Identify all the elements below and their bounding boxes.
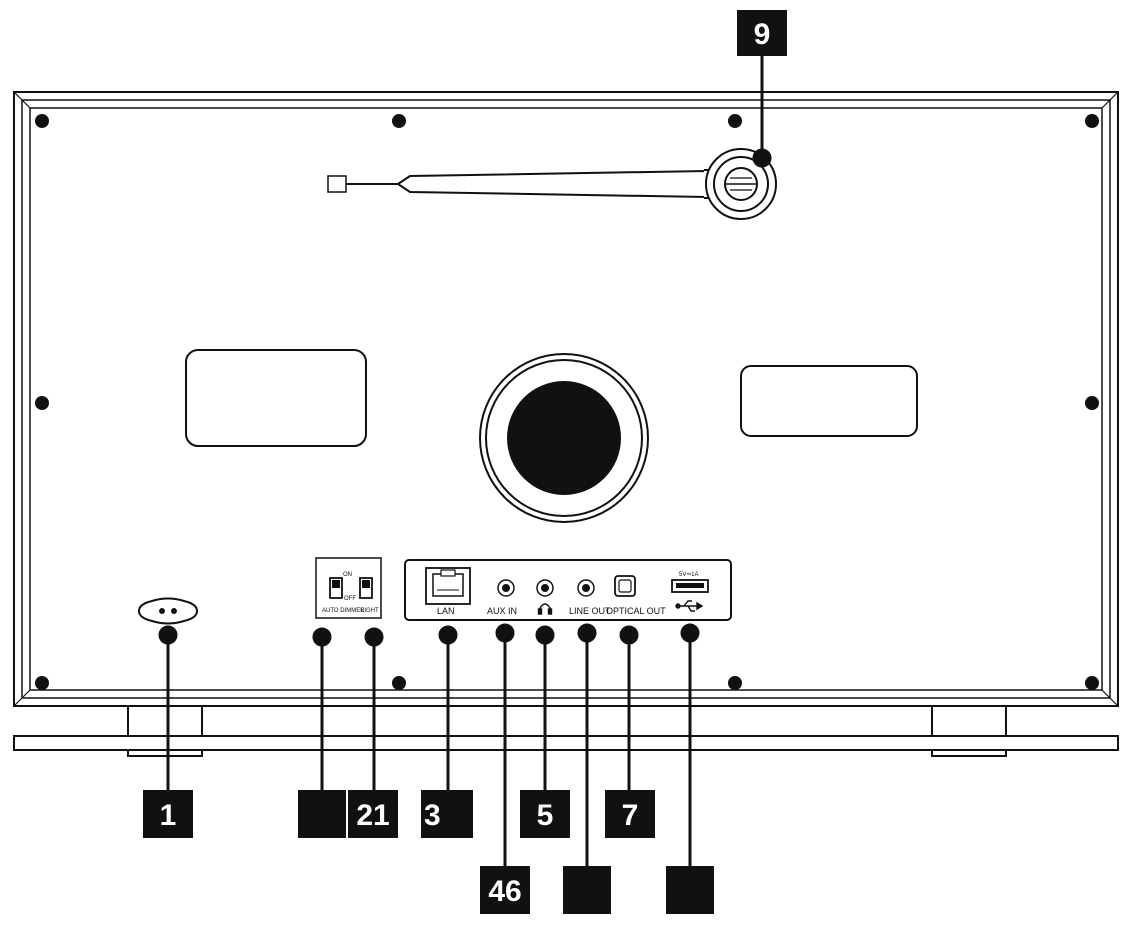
svg-text:46: 46: [488, 875, 521, 908]
auto-dimmer-label: AUTO DIMMER: [322, 608, 365, 614]
svg-text:21: 21: [356, 799, 389, 832]
screws: [35, 114, 1099, 690]
screw: [1085, 396, 1099, 410]
screw: [35, 114, 49, 128]
ethernet-port-icon[interactable]: [425, 567, 471, 605]
svg-text:1: 1: [160, 799, 177, 832]
connector-panel: [404, 559, 732, 621]
screw: [728, 676, 742, 690]
optical-out-label: OPTICAL OUT: [606, 606, 666, 616]
aux-in-jack[interactable]: [497, 579, 515, 597]
callout-3: 3: [421, 790, 473, 838]
speaker-port-icon: [479, 353, 649, 523]
antenna-icon: [327, 148, 777, 220]
light-label: LIGHT: [361, 608, 379, 614]
headphone-icon: [537, 603, 553, 615]
svg-text:3: 3: [424, 799, 441, 832]
lan-label: LAN: [437, 606, 455, 616]
switch-on-label: ON: [343, 572, 352, 578]
callout-blank-left: [298, 790, 346, 838]
screw: [35, 676, 49, 690]
line-out-label: LINE OUT: [569, 606, 611, 616]
callout-21: 21: [348, 790, 398, 838]
base-stand: [13, 705, 1119, 757]
callout-5: 5: [520, 790, 570, 838]
usb-rating-label: 5V⎓1A: [679, 572, 698, 578]
usb-port[interactable]: [671, 579, 709, 593]
svg-text:7: 7: [622, 799, 639, 832]
svg-text:9: 9: [754, 18, 771, 51]
aux-in-label: AUX IN: [487, 606, 517, 616]
callout-blank-line-out: [563, 866, 611, 914]
switch-block: ON OFF AUTO DIMMER LIGHT: [315, 557, 382, 619]
headphone-jack[interactable]: [536, 579, 554, 597]
screw: [392, 676, 406, 690]
screw: [392, 114, 406, 128]
callout-1: 1: [143, 790, 193, 838]
cabinet-frame: [13, 91, 1119, 707]
label-plate-left: [185, 349, 367, 447]
auto-dimmer-switch[interactable]: [329, 577, 343, 599]
label-plate-right: [740, 365, 918, 437]
callout-9: 9: [737, 10, 787, 56]
optical-out-port[interactable]: [614, 575, 636, 597]
callout-blank-usb: [666, 866, 714, 914]
light-switch[interactable]: [359, 577, 373, 599]
power-socket-icon: [137, 597, 199, 625]
usb-icon: [675, 600, 704, 612]
svg-text:5: 5: [537, 799, 554, 832]
screw: [728, 114, 742, 128]
screw: [1085, 676, 1099, 690]
leader-lines: [158, 55, 772, 866]
screw: [1085, 114, 1099, 128]
switch-off-label: OFF: [344, 596, 356, 602]
callout-46: 46: [480, 866, 530, 914]
callout-7: 7: [605, 790, 655, 838]
line-out-jack[interactable]: [577, 579, 595, 597]
screw: [35, 396, 49, 410]
